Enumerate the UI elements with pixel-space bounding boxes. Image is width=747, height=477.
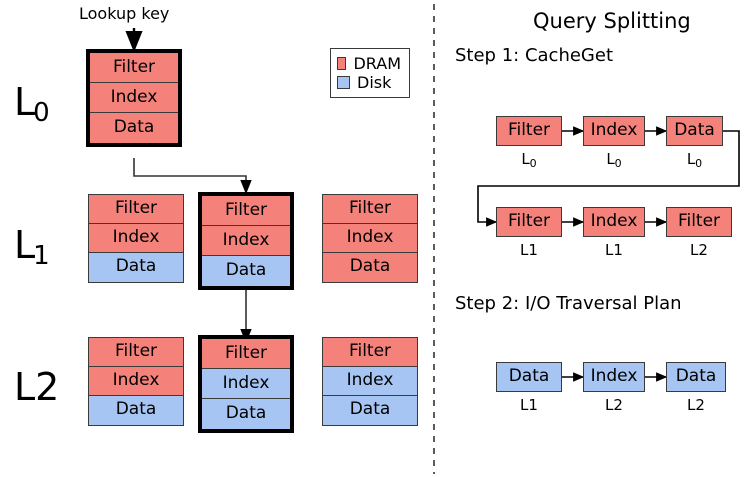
pipeline-label-l0-c: L0 bbox=[666, 150, 723, 170]
pipeline-node-data-l2[interactable]: Data bbox=[666, 362, 726, 392]
pipeline-label-main: L bbox=[606, 150, 615, 168]
sstable-l0-0[interactable]: Filter Index Data bbox=[86, 49, 182, 147]
pipeline-label-main: L2 bbox=[690, 241, 708, 259]
legend-item-disk: Disk bbox=[337, 73, 401, 92]
level-label-l0-main: L bbox=[14, 80, 36, 124]
pipeline-label-main: L1 bbox=[605, 241, 623, 259]
legend-label-dram: DRAM bbox=[353, 54, 401, 73]
pipeline-label-s2-a: L1 bbox=[496, 396, 562, 414]
legend-item-dram: DRAM bbox=[337, 54, 401, 73]
pipeline-node-data-l0[interactable]: Data bbox=[666, 116, 723, 146]
sstable-cell-data: Data bbox=[202, 256, 290, 286]
pipeline-node-index-l2[interactable]: Index bbox=[583, 362, 645, 392]
pipeline-label-main: L2 bbox=[605, 396, 623, 414]
sstable-l2-0[interactable]: Filter Index Data bbox=[88, 337, 184, 426]
sstable-cell-filter: Filter bbox=[90, 53, 178, 83]
pipeline-label-s2-b: L2 bbox=[583, 396, 645, 414]
sstable-cell-filter: Filter bbox=[202, 339, 290, 369]
pipeline-label-s2-c: L2 bbox=[666, 396, 726, 414]
sstable-cell-filter: Filter bbox=[323, 195, 417, 224]
sstable-cell-filter: Filter bbox=[202, 196, 290, 226]
sstable-cell-index: Index bbox=[89, 224, 183, 253]
level-label-l1: L1 bbox=[14, 223, 52, 271]
sstable-cell-index: Index bbox=[89, 367, 183, 396]
sstable-cell-index: Index bbox=[323, 367, 417, 396]
pipeline-node-filter-l2[interactable]: Filter bbox=[666, 207, 732, 237]
sstable-cell-data: Data bbox=[90, 113, 178, 143]
pipeline-node-data-l1[interactable]: Data bbox=[496, 362, 562, 392]
sstable-cell-index: Index bbox=[202, 226, 290, 256]
pipeline-label-l1-b: L1 bbox=[583, 241, 645, 259]
level-label-l2: L2 bbox=[14, 365, 59, 409]
pipeline-node-index-l1[interactable]: Index bbox=[583, 207, 645, 237]
query-splitting-title: Query Splitting bbox=[533, 9, 691, 33]
sstable-l1-0[interactable]: Filter Index Data bbox=[88, 194, 184, 283]
pipeline-label-l0-a: L0 bbox=[496, 150, 562, 170]
sstable-l1-2[interactable]: Filter Index Data bbox=[322, 194, 418, 283]
sstable-cell-index: Index bbox=[202, 369, 290, 399]
sstable-cell-filter: Filter bbox=[89, 195, 183, 224]
pipeline-node-filter-l0[interactable]: Filter bbox=[496, 116, 562, 146]
sstable-cell-index: Index bbox=[90, 83, 178, 113]
step1-title: Step 1: CacheGet bbox=[455, 45, 614, 66]
pipeline-label-l1-a: L1 bbox=[496, 241, 562, 259]
level-label-l1-main: L bbox=[14, 223, 36, 267]
level-label-l0: L0 bbox=[14, 80, 52, 128]
sstable-l1-1[interactable]: Filter Index Data bbox=[198, 192, 294, 290]
pipeline-label-main: L2 bbox=[687, 396, 705, 414]
pipeline-node-index-l0[interactable]: Index bbox=[583, 116, 645, 146]
pipeline-label-main: L bbox=[521, 150, 530, 168]
legend: DRAM Disk bbox=[330, 48, 410, 98]
red-square-swatch-icon bbox=[337, 57, 347, 70]
level-label-l1-sub: 1 bbox=[33, 241, 50, 271]
sstable-cell-data: Data bbox=[323, 396, 417, 425]
step2-title: Step 2: I/O Traversal Plan bbox=[455, 293, 682, 314]
sstable-l2-2[interactable]: Filter Index Data bbox=[322, 337, 418, 426]
pipeline-label-sub: 0 bbox=[695, 157, 703, 170]
blue-square-swatch-icon bbox=[337, 76, 350, 89]
pipeline-label-main: L1 bbox=[520, 396, 538, 414]
pipeline-label-main: L1 bbox=[520, 241, 538, 259]
l0-to-l1-connector bbox=[133, 158, 252, 195]
level-label-l2-main: L2 bbox=[14, 365, 60, 409]
sstable-cell-filter: Filter bbox=[323, 338, 417, 367]
sstable-cell-data: Data bbox=[323, 253, 417, 282]
pipeline-label-l2-c: L2 bbox=[666, 241, 732, 259]
sstable-cell-index: Index bbox=[323, 224, 417, 253]
pipeline-label-sub: 0 bbox=[614, 157, 622, 170]
pipeline-label-l0-b: L0 bbox=[583, 150, 645, 170]
sstable-cell-data: Data bbox=[89, 253, 183, 282]
level-label-l0-sub: 0 bbox=[33, 98, 50, 128]
pipeline-label-main: L bbox=[686, 150, 696, 168]
sstable-cell-filter: Filter bbox=[89, 338, 183, 367]
legend-label-disk: Disk bbox=[357, 73, 392, 92]
pipeline-node-filter-l1[interactable]: Filter bbox=[496, 207, 562, 237]
sstable-l2-1[interactable]: Filter Index Data bbox=[198, 335, 294, 433]
lookup-key-label: Lookup key bbox=[79, 4, 170, 23]
sstable-cell-data: Data bbox=[202, 399, 290, 429]
sstable-cell-data: Data bbox=[89, 396, 183, 425]
pipeline-label-sub: 0 bbox=[529, 157, 537, 170]
